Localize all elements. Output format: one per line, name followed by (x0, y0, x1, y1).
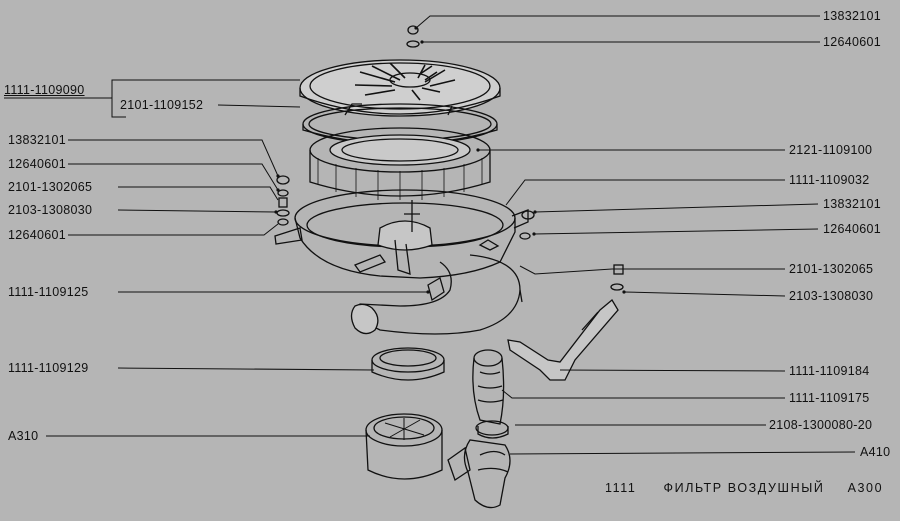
callout-left-2: 12640601 (8, 157, 67, 171)
callout-left-1: 13832101 (8, 133, 67, 147)
callout-inner-seal: 2101-1109152 (120, 98, 204, 112)
callout-right-12: A410 (860, 445, 891, 459)
callout-right-1: 13832101 (823, 9, 882, 23)
callout-right-11: 2108-1300080-20 (769, 418, 873, 432)
filter-cover-part (299, 59, 501, 117)
callout-right-10: 1111-1109175 (789, 391, 870, 405)
callout-right-2: 12640601 (823, 35, 882, 49)
filter-element-part (309, 127, 491, 200)
callout-left-8: A310 (8, 429, 39, 443)
rubber-sleeve-part (371, 347, 445, 381)
lower-assembly-a410-part (447, 439, 511, 509)
callout-right-3: 2121-1109100 (789, 143, 873, 157)
callout-right-5: 13832101 (823, 197, 882, 211)
leader-dots (274, 26, 626, 294)
callout-right-8: 2103-1308030 (789, 289, 874, 303)
callout-left-asm: 1111-1109090 (4, 83, 85, 97)
callout-left-3: 2101-1302065 (8, 180, 93, 194)
bracket-part (507, 299, 619, 381)
callout-right-4: 1111-1109032 (789, 173, 870, 187)
leader-lines (4, 15, 856, 455)
footer-code: A300 (847, 481, 884, 495)
callout-right-9: 1111-1109184 (789, 364, 870, 378)
left-fastener-stack (276, 175, 290, 226)
callout-right-7: 2101-1302065 (789, 262, 874, 276)
filter-housing-part (274, 189, 529, 335)
top-fastener-stack (406, 25, 420, 48)
callout-left-4: 2103-1308030 (8, 203, 93, 217)
callout-right-6: 12640601 (823, 222, 882, 236)
footer-title: ФИЛЬТР ВОЗДУШНЫЙ (663, 481, 825, 495)
callout-left-5: 12640601 (8, 228, 67, 242)
lower-assembly-a310-part (365, 413, 443, 480)
intake-hose-part (472, 349, 509, 439)
callout-left-6: 1111-1109125 (8, 285, 89, 299)
right-fastener-stack (519, 210, 624, 291)
callout-left-7: 1111-1109129 (8, 361, 89, 375)
footer-model-number: 1111 (605, 481, 637, 495)
diagram-footer: 1111 ФИЛЬТР ВОЗДУШНЫЙ A300 (605, 481, 883, 495)
